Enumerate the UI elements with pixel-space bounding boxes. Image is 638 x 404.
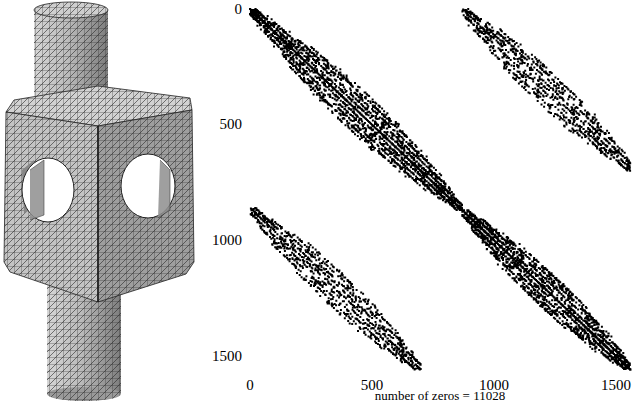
y-tick-label: 0 [235,2,243,17]
y-tick-label: 1000 [212,233,242,248]
cylinder-top [34,2,108,18]
nonzero-dots [249,8,632,371]
cube-right-face [98,110,194,302]
cylinder-bottom [47,387,121,401]
mesh-illustration [0,0,200,404]
right-hole [121,154,175,218]
cylinder-top-mesh [34,2,108,18]
cube-left-face [4,112,98,302]
figure-caption: number of zeros = 11028 [375,389,505,402]
cube-left-mesh [4,112,98,302]
x-tick-label: 0 [246,378,254,393]
inner-frame-left [30,160,44,220]
nonzero-entries [249,8,632,371]
inner-frame-right [158,160,170,218]
y-tick-label: 1500 [212,349,242,364]
x-tick-label: 1500 [601,378,631,393]
left-hole [22,158,74,222]
y-tick-label: 500 [220,117,243,132]
cube-right-mesh [98,110,194,302]
cube-front-edge [97,126,98,302]
cylinder-bottom-mesh [47,387,121,401]
